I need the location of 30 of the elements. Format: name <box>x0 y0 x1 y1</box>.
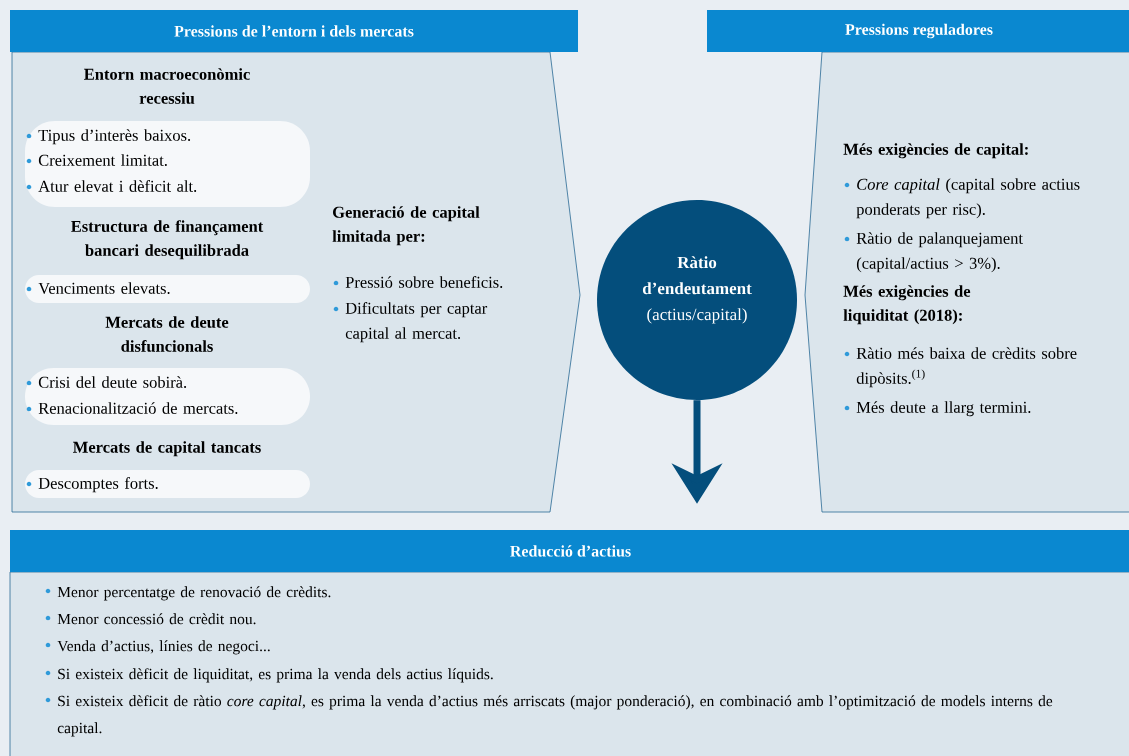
bullet-item: Venda d’actius, línies de negoci... <box>45 640 270 655</box>
bullet-item: Menor concessió de crèdit nou. <box>45 613 256 625</box>
bullet-item: Ràtio més baixa de crèdits sobre dipòsits.$^{(1)}$ <box>844 347 1077 388</box>
heading: Mercats de capital tancats <box>73 441 261 457</box>
bullet-item: Descomptes forts. <box>26 477 158 493</box>
header-band: Pressions reguladores <box>707 10 1129 52</box>
bullet-item: Més deute a llarg termini. <box>844 401 1031 417</box>
bullet-item: Core capital (capital sobre actius ponderats per risc). <box>844 178 1080 219</box>
bullet-item: Crisi del deute sobirà. <box>26 376 187 388</box>
bullet-item: Menor percentatge de renovació de crèdits. <box>45 586 331 601</box>
bullet-item: Si existeix dèficit de liquiditat, es prima la venda dels actius líquids. <box>45 668 493 683</box>
circle-subtitle: (actius/capital) <box>647 308 747 324</box>
header-band: Pressions de l’entorn i dels mercats <box>10 10 578 52</box>
bullet-item: Dificultats per captar capital al mercat. <box>333 302 488 343</box>
heading: Generació de capital limitada per: <box>332 206 480 246</box>
bullet-item: Venciments elevats. <box>26 282 170 294</box>
bullet-item: Renacionalització de mercats. <box>26 402 238 414</box>
heading: Més exigències de liquiditat (2018): <box>843 285 971 325</box>
bullet-item: Atur elevat i dèficit alt. <box>26 180 197 192</box>
circle-title: Ràtio d’endeutament <box>642 256 752 295</box>
bullet-item: Tipus d’interès baixos. <box>26 129 191 145</box>
bullet-item: Creixement limitat. <box>26 154 167 166</box>
bullet-item: Ràtio de palanquejament (capital/actius > 3%). <box>844 232 1023 273</box>
heading: Mercats de deute disfuncionals <box>105 316 229 352</box>
heading: Més exigències de capital: <box>843 143 1028 159</box>
header-band: Reducció d’actius <box>10 530 1129 572</box>
heading: Estructura de finançament bancari desequilibrada <box>71 220 264 260</box>
heading: Entorn macroeconòmic recessiu <box>84 68 250 104</box>
bullet-item: Pressió sobre beneficis. <box>333 276 503 288</box>
bullet-item: Si existeix dèficit de ràtio core capital, es prima la venda d’actius més arriscats (major ponderació), en combinació amb l’optimització de models interns de capital. <box>45 695 1053 737</box>
